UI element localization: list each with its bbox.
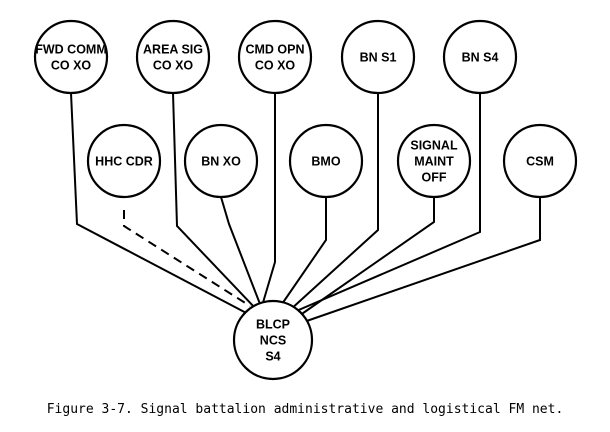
figure-caption: Figure 3-7. Signal battalion administrat…	[46, 402, 564, 417]
node-circle	[340, 19, 416, 95]
node-circle	[442, 19, 518, 95]
node-bn-s1: BN S1	[340, 19, 416, 95]
node-circle	[502, 123, 578, 199]
net-links	[70, 92, 541, 325]
link-csm-to-blcp	[297, 197, 541, 325]
link-area-sig-co-xo-to-blcp	[172, 92, 258, 311]
node-bn-s4: BN S4	[442, 19, 518, 95]
link-signal-maint-off-to-blcp	[295, 197, 435, 319]
node-circle	[237, 19, 313, 95]
node-label: BMO	[311, 155, 340, 169]
node-label: NCS	[260, 334, 286, 348]
link-fwd-comm-co-xo-to-blcp	[70, 92, 253, 317]
node-label: CSM	[526, 155, 554, 169]
link-hhc-cdr-to-blcp	[123, 210, 251, 307]
node-circle	[396, 123, 472, 199]
link-bn-xo-to-blcp	[220, 196, 261, 305]
node-blcp: BLCP NCS S4	[232, 299, 314, 381]
link-cmd-opn-co-xo-to-blcp	[261, 93, 276, 307]
node-label: CO XO	[51, 59, 92, 73]
node-label: BN S4	[462, 51, 499, 65]
node-circle	[86, 123, 162, 199]
node-label: AREA SIG	[143, 43, 203, 57]
node-label: S4	[265, 350, 280, 364]
link-bn-s4-to-blcp	[293, 93, 481, 313]
node-label: CMD OPN	[245, 43, 304, 57]
node-label: OFF	[422, 171, 447, 185]
node-label: MAINT	[414, 155, 454, 169]
node-label: HHC CDR	[95, 155, 153, 169]
link-bmo-to-blcp	[281, 197, 327, 305]
node-area-sig-co-xo: AREA SIG CO XO	[135, 19, 211, 95]
net-nodes: FWD COMM CO XO AREA SIG CO XO CMD OPN CO XO BN…	[33, 19, 578, 381]
node-label: BN S1	[360, 51, 397, 65]
node-circle	[288, 123, 364, 199]
node-label: SIGNAL	[410, 139, 458, 153]
node-hhc-cdr: HHC CDR	[86, 123, 162, 199]
node-fwd-comm-co-xo: FWD COMM CO XO	[33, 19, 109, 95]
node-bn-xo: BN XO	[183, 123, 259, 199]
node-cmd-opn-co-xo: CMD OPN CO XO	[237, 19, 313, 95]
node-label: FWD COMM	[35, 43, 107, 57]
node-label: BLCP	[256, 318, 290, 332]
node-csm: CSM	[502, 123, 578, 199]
link-bn-s1-to-blcp	[289, 93, 379, 311]
node-signal-maint-off: SIGNAL MAINT OFF	[396, 123, 472, 199]
node-label: CO XO	[153, 59, 194, 73]
node-label: BN XO	[201, 155, 241, 169]
node-circle	[135, 19, 211, 95]
node-circle	[232, 299, 314, 381]
node-bmo: BMO	[288, 123, 364, 199]
node-circle	[183, 123, 259, 199]
node-label: CO XO	[255, 59, 296, 73]
node-circle	[33, 19, 109, 95]
